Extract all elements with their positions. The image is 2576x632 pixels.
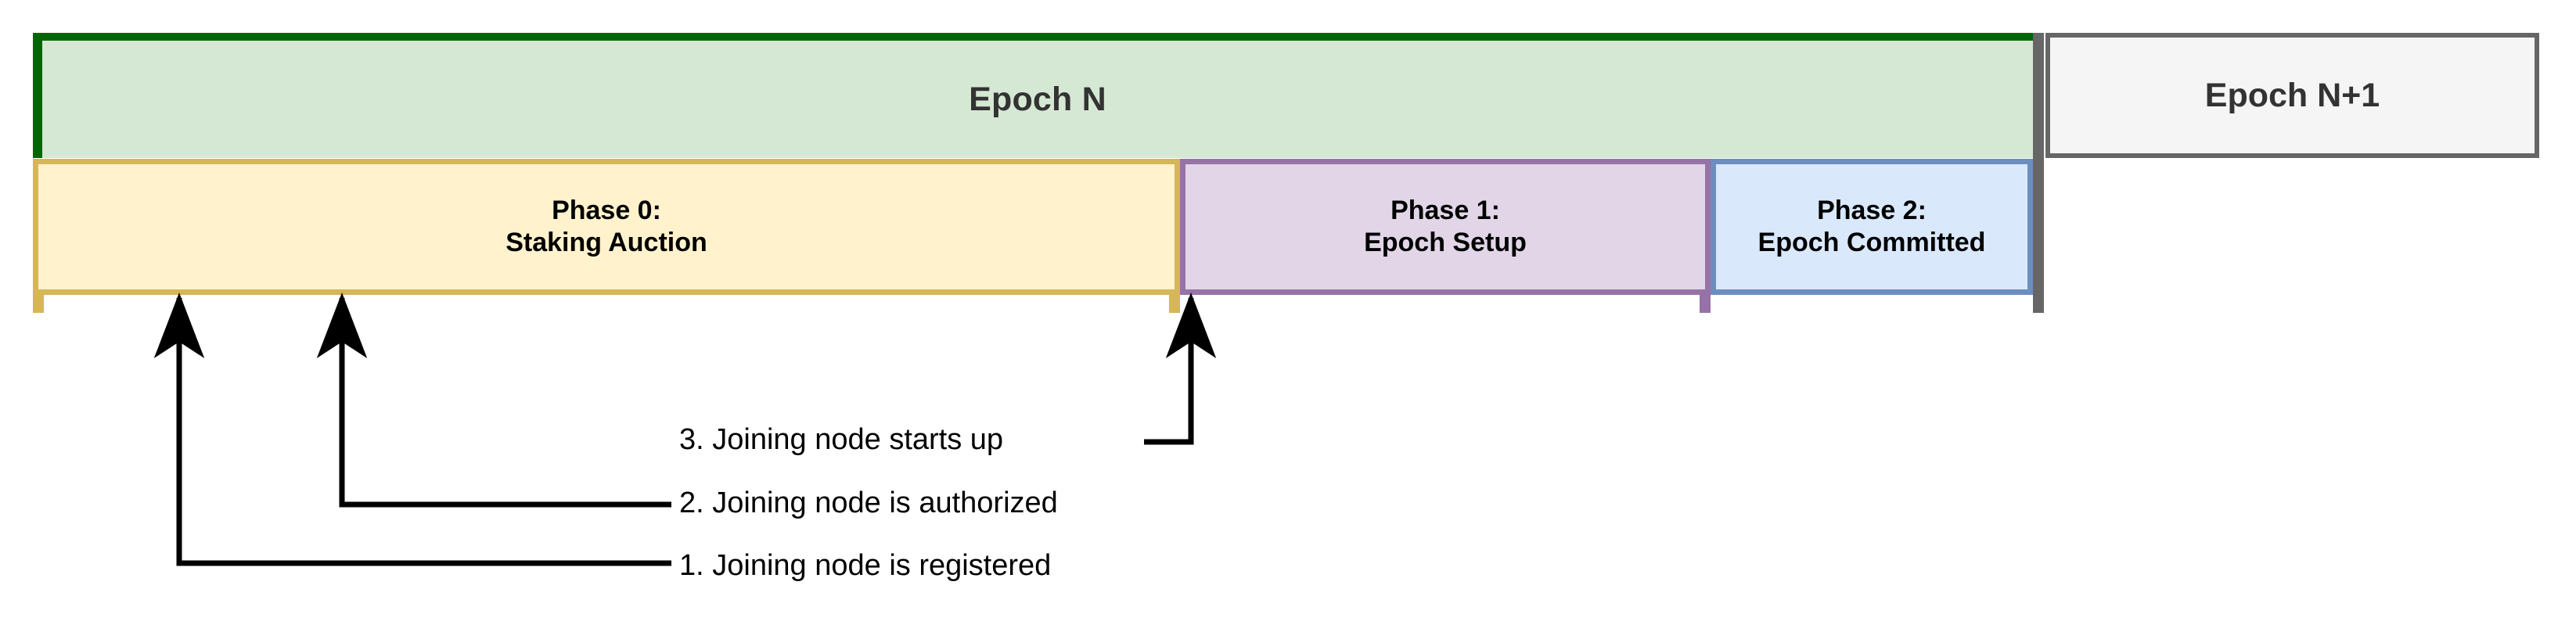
phase-1-box: Phase 1: Epoch Setup xyxy=(1180,159,1711,295)
annotation-1-connector xyxy=(153,293,671,566)
annotation-1-label: 1. Joining node is registered xyxy=(679,549,1052,582)
annotation-2-label: 2. Joining node is authorized xyxy=(679,487,1058,519)
phase-1-subtitle: Epoch Setup xyxy=(1364,228,1527,257)
annotation-3-label: 3. Joining node starts up xyxy=(679,423,1004,456)
annotation-2-connector xyxy=(316,293,671,508)
annotation-3-connector xyxy=(1144,293,1217,445)
phase-2-title: Phase 2: xyxy=(1817,195,1927,225)
phase-1-title: Phase 1: xyxy=(1391,195,1500,225)
phase-0-title: Phase 0: xyxy=(552,195,661,225)
epoch-n-box: Epoch N xyxy=(33,33,2033,158)
phase-0-subtitle: Staking Auction xyxy=(505,228,707,257)
epoch-boundary-divider xyxy=(2033,33,2044,313)
epoch-next-label: Epoch N+1 xyxy=(2204,76,2380,114)
epoch-n-label: Epoch N xyxy=(969,80,1106,118)
phase-2-subtitle: Epoch Committed xyxy=(1758,228,1986,257)
epoch-next-box: Epoch N+1 xyxy=(2045,33,2539,158)
phase-0-box: Phase 0: Staking Auction xyxy=(33,159,1180,295)
phase-2-box: Phase 2: Epoch Committed xyxy=(1711,159,2033,295)
